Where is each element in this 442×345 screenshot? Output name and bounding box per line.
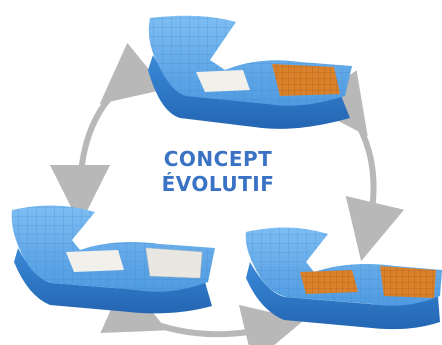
arrow-top-to-right (308, 70, 405, 262)
mattress-left (11, 205, 215, 314)
mattress-right (245, 227, 442, 330)
arrow-left-to-right (100, 278, 305, 345)
title-line-1: CONCEPT (163, 147, 273, 171)
cycle-arrows (50, 42, 405, 345)
mattress-top (148, 15, 352, 129)
title-line-2: ÉVOLUTIF (161, 172, 275, 196)
diagram-title: CONCEPT ÉVOLUTIF (143, 147, 293, 197)
arrow-top-to-left (50, 42, 166, 225)
